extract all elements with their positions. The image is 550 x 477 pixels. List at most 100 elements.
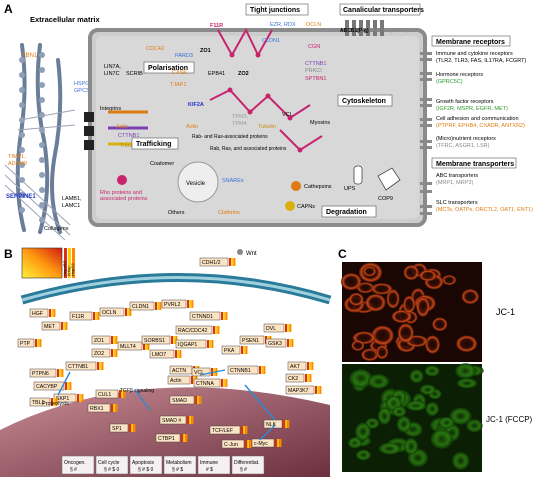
node-label-cldn1: CLDN1: [132, 304, 149, 310]
cell-spot: [455, 363, 476, 379]
node-label-ctbp1: CTBP1: [158, 436, 175, 442]
cell-spot: [386, 289, 400, 309]
node-label-mllt4: MLLT4: [120, 344, 136, 350]
cell-spot: [403, 295, 416, 314]
label-snares: SNAREs: [222, 178, 244, 184]
cell-spot: [371, 283, 393, 295]
legend-hepg2: HepG2: [70, 263, 75, 276]
label-abcc2: ABCC2 (MRP2): [372, 28, 408, 34]
cell-spot: [404, 437, 418, 455]
node-smad: SMAD: [169, 395, 202, 405]
cell-spot: [378, 442, 401, 455]
node-label-smad-n: SMAD #: [162, 418, 181, 424]
title-polarisation: Polarisation: [148, 65, 188, 72]
label-slc-transporters: SLC transporters: [436, 200, 478, 206]
node-label-dvl: DVL: [266, 326, 276, 332]
label-adhesion: Cell adhesion and communication: [436, 116, 519, 122]
node-ctnna: CTNNA: [193, 378, 228, 388]
cell-spot: [355, 449, 371, 461]
panel-a: A Extracellular matrix FBN1 HSPG2, GPC3 …: [4, 2, 533, 241]
node-label-cjun: C-Jun: [224, 442, 238, 448]
title-extracellular-matrix: Extracellular matrix: [30, 15, 100, 24]
cell-spot: [432, 317, 448, 332]
cell-spot: [356, 282, 375, 294]
node-label-iqgap1: IQGAP1: [178, 342, 197, 348]
node-rac: RAC/CDC42: [175, 325, 220, 335]
category-cell: [163, 455, 197, 475]
label-lamc1: LAMC1: [62, 203, 80, 209]
label-hspg2: HSPG2,: [74, 81, 95, 87]
node-smad-n: SMAD #: [159, 415, 194, 425]
nucleus: [0, 387, 330, 477]
node-label-cul1: CUL1: [98, 392, 111, 398]
cell-spot: [391, 310, 412, 323]
label-zo1: ZO1: [200, 48, 211, 54]
label-lin7c: LIN7C: [104, 71, 120, 77]
label-tubulin-left: Tubulin: [120, 143, 138, 149]
cell-spot: [419, 270, 437, 282]
label-kif2a: KIF2A: [188, 102, 204, 108]
label-micronutrient: (Micro)nutrient receptors: [436, 136, 496, 142]
legend-heatmap: [21, 247, 63, 279]
label-cldn1: CLDN1: [262, 38, 280, 44]
label-abc-list: (MRP1, MRP3): [436, 180, 473, 186]
cell-interior: [96, 36, 419, 219]
category-value: § # $ 0: [138, 467, 154, 473]
node-label-rac: RAC/CDC42: [178, 328, 208, 334]
category-value: # $: [206, 467, 213, 473]
cell-spot: [425, 335, 440, 354]
panel-a-letter: A: [4, 2, 13, 16]
node-met: MET: [41, 321, 68, 331]
node-ck2: CK2: [285, 373, 312, 383]
node-label-lmo7: LMO7: [152, 352, 166, 358]
category-cell: [197, 455, 231, 475]
cell-spot: [365, 293, 386, 312]
node-label-sp1: SP1: [112, 426, 122, 432]
node-actin: Actin: [167, 375, 198, 385]
label-coatomer: Coatomer: [150, 161, 174, 167]
cell-spot: [349, 369, 373, 389]
node-akt: AKT: [287, 361, 314, 371]
label-cttnb1-top: CTTNB1: [305, 61, 326, 67]
label-adam9: ADAM9: [8, 161, 27, 167]
label-collagens: Collagens: [44, 226, 69, 232]
node-label-hgf: HGF: [32, 311, 43, 317]
label-tubulin-mid: Tubulin: [258, 124, 276, 130]
node-label-nlk: NLK: [266, 422, 277, 428]
legend-bars: [64, 248, 75, 278]
cell-spot: [461, 289, 479, 305]
cell-spot: [355, 422, 371, 441]
category-cell: [95, 455, 129, 475]
label-tpm3: TPM3,: [232, 114, 249, 120]
cell-spot: [456, 378, 478, 389]
label-cask: CASK: [172, 70, 187, 76]
label-lin7a: LIN7A,: [104, 64, 121, 70]
cell-spot: [419, 384, 436, 395]
node-rbx1: RBX1: [87, 403, 118, 413]
node-label-actin: Actin: [170, 378, 182, 384]
node-ptp: PTP: [17, 338, 42, 348]
label-ups: UPS: [344, 186, 356, 192]
title-trafficking: Trafficking: [136, 141, 171, 148]
cell-spot: [430, 429, 453, 449]
label-clathrins: Clathrins: [218, 210, 240, 216]
label-slc-list: (MCTs, OATPs, ORCTL2, OAT1, ENT1): [436, 207, 533, 213]
label-adhesion-list: (PTPRF, EPHB4, CXADR, ANTXR2): [436, 123, 525, 129]
node-label-zo2: ZO2: [94, 351, 104, 357]
node-cjun: C-Jun: [221, 439, 252, 449]
collagen-lines: [4, 109, 76, 241]
label-micronutrient-list: (TFRC, ASGR1, LSR): [436, 143, 490, 149]
category-name: Differentiat.: [234, 460, 259, 466]
node-ptpn6: PTPN6: [29, 368, 64, 378]
label-cgn: CGN: [308, 44, 320, 50]
cell-spot: [396, 416, 412, 433]
category-value: § # $: [172, 467, 183, 473]
label-proteolysis: Proteolysis: [42, 401, 69, 407]
node-ctbp1: CTBP1: [155, 433, 188, 443]
label-fbn1: FBN1: [22, 53, 38, 59]
cell-spot: [403, 265, 419, 281]
cop9-shape: [377, 167, 401, 191]
cell-spot: [348, 437, 362, 449]
node-label-cmyc: c-Myc: [254, 441, 268, 447]
